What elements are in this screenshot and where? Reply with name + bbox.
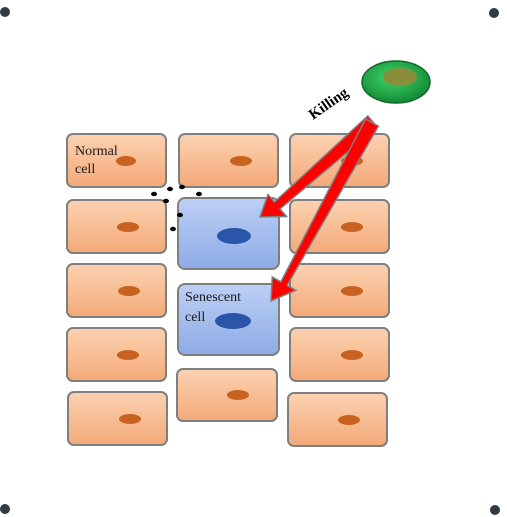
corner-dot-icon bbox=[0, 7, 10, 17]
normal-cell bbox=[289, 327, 390, 382]
normal-cell bbox=[289, 199, 390, 254]
normal-cell bbox=[67, 391, 168, 446]
killing-label: Killing bbox=[306, 85, 352, 124]
normal-cell bbox=[178, 133, 279, 188]
normal-cell bbox=[66, 199, 167, 254]
senescent-cell-label-line1: Senescent bbox=[185, 290, 241, 305]
corner-dot-icon bbox=[490, 505, 500, 515]
corner-dot-icon bbox=[0, 504, 10, 514]
secreted-factor-dots bbox=[151, 184, 202, 232]
normal-cell bbox=[289, 263, 390, 318]
green-immune-cell-icon bbox=[361, 60, 431, 104]
corner-dot-icon bbox=[489, 8, 499, 18]
normal-cell bbox=[66, 263, 167, 318]
normal-cell bbox=[66, 133, 167, 188]
normal-cell bbox=[176, 368, 278, 422]
senescent-cell-label-line2: cell bbox=[185, 310, 205, 325]
normal-cell bbox=[287, 392, 388, 447]
senescent-cell bbox=[177, 197, 280, 270]
killing-arrow-lower bbox=[270, 117, 380, 303]
normal-cell-label-line2: cell bbox=[75, 162, 95, 177]
senescent-cell bbox=[177, 283, 280, 356]
normal-cell bbox=[66, 327, 167, 382]
normal-cell-label-line1: Normal bbox=[75, 144, 118, 159]
